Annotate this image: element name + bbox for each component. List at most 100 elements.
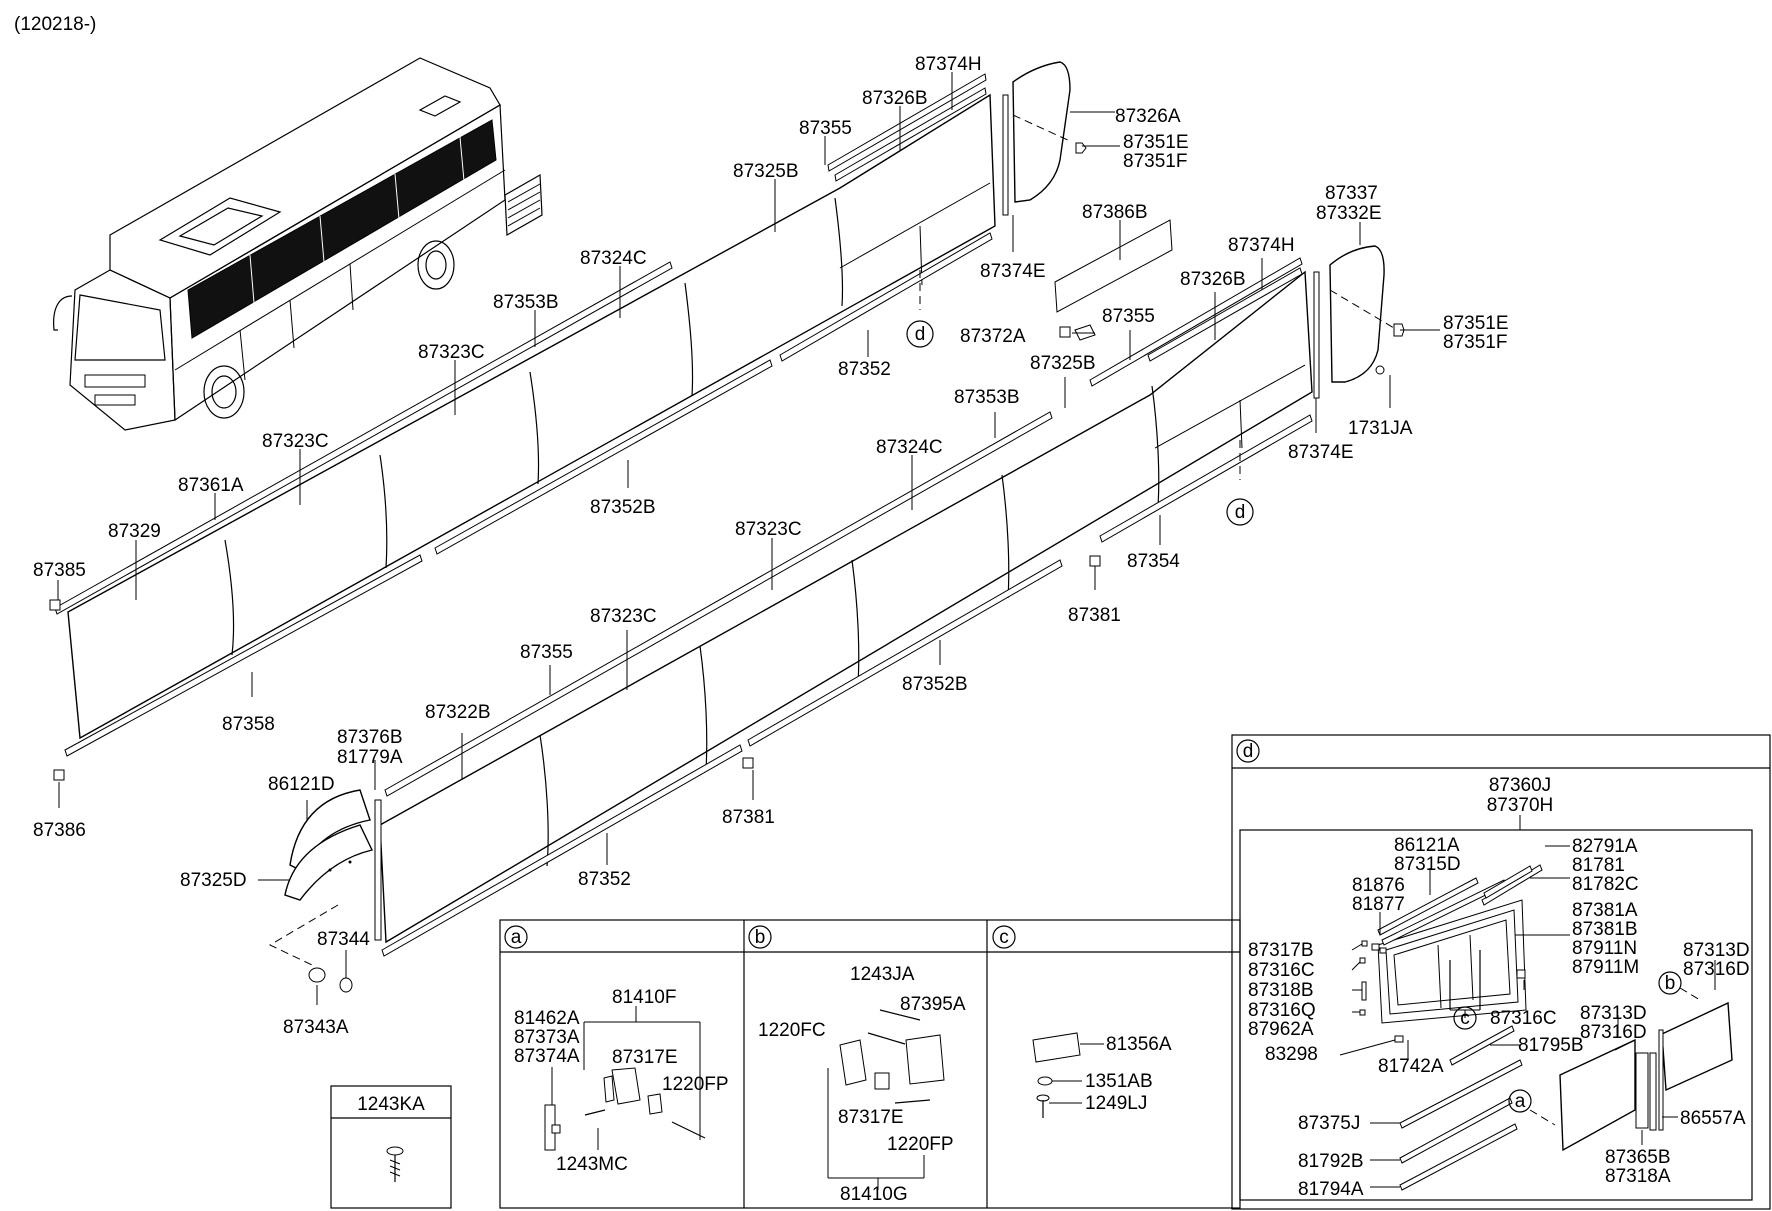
- part-label-detail-d-labels-l87911m: 87911M: [1572, 957, 1639, 978]
- part-label-detail-d-labels-l81792b: 81792B: [1298, 1151, 1364, 1172]
- detail-b-tag: b: [755, 927, 766, 948]
- detail-a-tag: a: [511, 927, 522, 948]
- part-label-detail-c-labels-1: 1351AB: [1085, 1071, 1153, 1092]
- label-81779A: 81779A: [337, 747, 403, 768]
- label-87381-left: 87381: [722, 807, 775, 828]
- callout-d-1: d: [906, 320, 934, 348]
- label-87354: 87354: [1127, 551, 1180, 572]
- part-label-detail-d-labels-l87381b: 87381B: [1572, 919, 1638, 940]
- detail-box-d: d 87360J 87370H: [1231, 734, 1771, 1210]
- part-label-detail-b-labels-2: 1220FC: [758, 1020, 826, 1041]
- label-87386B: 87386B: [1082, 202, 1148, 223]
- label-87326B-lower: 87326B: [1180, 269, 1246, 290]
- label-87351E-lower: 87351E: [1443, 313, 1509, 334]
- part-label-detail-d-labels-l87316q: 87316Q: [1248, 1000, 1316, 1021]
- label-87374H-upper: 87374H: [915, 54, 982, 75]
- label-87361A: 87361A: [178, 475, 244, 496]
- part-label-detail-d-labels-l87317b: 87317B: [1248, 940, 1314, 961]
- part-label-detail-d-labels-l87381a: 87381A: [1572, 900, 1638, 921]
- part-label-detail-b-labels-5: 81410G: [840, 1184, 908, 1205]
- label-87324C-lower: 87324C: [876, 437, 943, 458]
- label-87351F-lower: 87351F: [1443, 332, 1507, 353]
- label-87323C-d: 87323C: [590, 606, 657, 627]
- detail-box-abc: a 81410F 81462A 87373A 87374A 87317E 122…: [499, 919, 1241, 1209]
- part-label-callouts-d2: d: [1235, 502, 1246, 523]
- part-label-detail-d-title-2: 87370H: [1487, 795, 1554, 816]
- label-87324C-upper: 87324C: [580, 248, 647, 269]
- label-87381-right: 87381: [1068, 605, 1121, 626]
- label-87326B-upper: 87326B: [862, 88, 928, 109]
- label-87352B-upper: 87352B: [590, 497, 656, 518]
- label-87323C-a: 87323C: [418, 342, 485, 363]
- label-87355-mid: 87355: [1102, 306, 1155, 327]
- part-label-detail-a-labels-4: 87317E: [612, 1047, 678, 1068]
- part-label-detail-d-labels-l87318a: 87318A: [1605, 1166, 1671, 1187]
- label-87323C-b: 87323C: [262, 431, 329, 452]
- label-86121D: 86121D: [268, 774, 335, 795]
- part-label-detail-d-labels-tag-a: a: [1515, 1091, 1526, 1112]
- label-87332E: 87332E: [1316, 203, 1382, 224]
- part-label-detail-d-labels-l87313d-2: 87313D: [1580, 1003, 1647, 1024]
- part-label-detail-d-labels-l81877: 81877: [1352, 894, 1405, 915]
- part-label-detail-c-labels-2: 1249LJ: [1085, 1093, 1147, 1114]
- part-label-detail-d-labels-l87316c-1: 87316C: [1248, 960, 1315, 981]
- label-1731JA: 1731JA: [1348, 418, 1413, 439]
- part-label-detail-d-labels-l87316d-1: 87316D: [1683, 959, 1750, 980]
- part-label-detail-d-labels-l87911n: 87911N: [1572, 938, 1637, 959]
- part-label-detail-d-labels-l87365b: 87365B: [1605, 1147, 1671, 1168]
- label-87351F-upper: 87351F: [1123, 151, 1187, 172]
- label-87344: 87344: [317, 929, 370, 950]
- part-labels: 87374H 87326B 87326A 87351E 87351F 87355…: [33, 54, 1509, 1038]
- part-label-detail-d-labels-tag-b: b: [1665, 973, 1676, 994]
- part-label-detail-d-labels-l81795b: 81795B: [1518, 1035, 1584, 1056]
- part-label-detail-a-labels-6: 1243MC: [556, 1154, 628, 1175]
- part-label-detail-a-labels-0: 81410F: [612, 987, 676, 1008]
- label-87374E-lower: 87374E: [1288, 442, 1354, 463]
- label-87358: 87358: [222, 714, 275, 735]
- part-label-detail-b-labels-0: 1243JA: [850, 964, 915, 985]
- box-1243KA: 1243KA: [330, 1085, 452, 1209]
- label-87337: 87337: [1325, 183, 1378, 204]
- part-label-detail-d-labels-l87316d-2: 87316D: [1580, 1022, 1647, 1043]
- label-87352B-lower: 87352B: [902, 674, 968, 695]
- callout-d-2: d: [1226, 498, 1254, 526]
- part-label-detail-d-labels-l81782c: 81782C: [1572, 874, 1639, 895]
- part-label-detail-d-labels-l86121a: 86121A: [1394, 835, 1460, 856]
- label-87323C-c: 87323C: [735, 519, 802, 540]
- part-label-detail-a-labels-1: 81462A: [514, 1008, 580, 1029]
- lower-side-panels: [268, 245, 1405, 993]
- upper-side-panels: [49, 61, 1173, 781]
- label-87352-lower: 87352: [578, 869, 631, 890]
- part-label-detail-d-labels-l87318b: 87318B: [1248, 980, 1314, 1001]
- part-label-detail-d-labels-l82791a: 82791A: [1572, 836, 1638, 857]
- part-label-detail-d-labels-l87316c-2: 87316C: [1490, 1008, 1557, 1029]
- part-label-detail-d-labels-l87315d: 87315D: [1394, 854, 1461, 875]
- label-87351E-upper: 87351E: [1123, 132, 1189, 153]
- label-87329: 87329: [108, 521, 161, 542]
- label-87353B-lower: 87353B: [954, 387, 1020, 408]
- part-label-detail-a-labels-3: 87374A: [514, 1046, 580, 1067]
- label-87325D: 87325D: [180, 870, 247, 891]
- part-label-detail-b-labels-4: 1220FP: [887, 1134, 954, 1155]
- part-label-detail-d-labels-l87313d-1: 87313D: [1683, 940, 1750, 961]
- leader-lines: [57, 72, 1440, 1005]
- part-label-detail-d-labels-l83298: 83298: [1265, 1044, 1318, 1065]
- part-label-detail-b-labels-1: 87395A: [900, 994, 966, 1015]
- label-87353B-upper: 87353B: [493, 292, 559, 313]
- label-87376B: 87376B: [337, 727, 403, 748]
- label-87322B: 87322B: [425, 702, 491, 723]
- detail-d-tag: d: [1243, 741, 1254, 762]
- label-87325B-lower: 87325B: [1030, 353, 1096, 374]
- part-label-detail-d-title-1: 87360J: [1489, 775, 1551, 796]
- part-label-detail-a-labels-2: 87373A: [514, 1027, 580, 1048]
- part-label-detail-d-labels-l81742a: 81742A: [1378, 1056, 1444, 1077]
- label-87352-upper: 87352: [838, 359, 891, 380]
- label-87355-lower: 87355: [520, 642, 573, 663]
- part-label-detail-a-labels-5: 1220FP: [662, 1074, 729, 1095]
- label-87386: 87386: [33, 820, 86, 841]
- bus-illustration: [53, 57, 543, 431]
- label-87374H-lower: 87374H: [1228, 235, 1295, 256]
- part-label-detail-d-labels-l81794a: 81794A: [1298, 1179, 1364, 1200]
- diagram-date-code: (120218-): [14, 14, 96, 35]
- label-87374E-upper: 87374E: [980, 261, 1046, 282]
